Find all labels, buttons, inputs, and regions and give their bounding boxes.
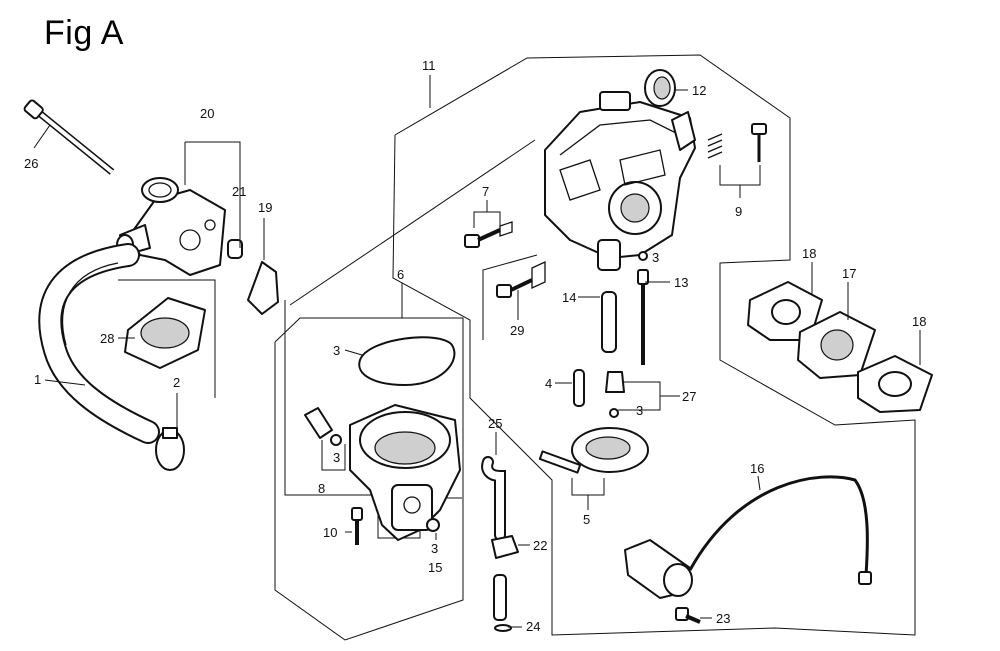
part-3-chamber-gasket (358, 336, 456, 386)
part-12-oil-seal (644, 69, 676, 107)
callout-10: 10 (323, 525, 337, 540)
part-3-washer-a (638, 251, 648, 261)
thermostat-group-outline (118, 279, 216, 398)
callout-20: 20 (200, 106, 214, 121)
callout-27: 27 (682, 389, 696, 404)
callout-29: 29 (510, 323, 524, 338)
callout-3-top: 3 (652, 250, 659, 265)
callout-5: 5 (583, 512, 590, 527)
callout-11: 11 (422, 58, 436, 73)
part-18-gasket-lower (857, 355, 933, 413)
callout-22: 22 (533, 538, 547, 553)
screw-group-bracket-29 (482, 254, 538, 340)
callout-13: 13 (674, 275, 688, 290)
callout-28: 28 (100, 331, 114, 346)
part-28-thermostat (124, 297, 206, 369)
callout-17: 17 (842, 266, 856, 281)
part-14-emulsion-tube (601, 291, 617, 353)
callout-24: 24 (526, 619, 540, 634)
callout-15: 15 (428, 560, 442, 575)
callout-25: 25 (488, 416, 502, 431)
part-10-screw (351, 507, 363, 545)
part-8-drain-screw (304, 407, 342, 446)
callout-7: 7 (482, 184, 489, 199)
part-1-water-hose (38, 243, 160, 444)
callout-1: 1 (34, 372, 41, 387)
figure-title: Fig A (44, 14, 124, 52)
part-6-float-chamber (349, 404, 461, 541)
callout-3-gasket: 3 (333, 343, 340, 358)
part-15-bolt (426, 518, 440, 532)
part-9-spring-screw (707, 123, 767, 162)
part-23-screw (675, 607, 701, 624)
part-19-gasket (247, 261, 279, 315)
part-21-pin (227, 239, 243, 259)
carburetor-assembly-outline (392, 54, 916, 636)
part-17-insulator (797, 311, 876, 379)
callout-18-upper: 18 (802, 246, 816, 261)
callout-14: 14 (562, 290, 576, 305)
part-7-screw (464, 221, 513, 248)
leader-lines (33, 75, 921, 628)
part-11-carburetor-body (544, 91, 696, 271)
callout-3-jet: 3 (636, 403, 643, 418)
callout-6: 6 (397, 267, 404, 282)
callout-18-lower: 18 (912, 314, 926, 329)
part-24-lower-tube (493, 574, 507, 621)
callout-12: 12 (692, 83, 706, 98)
part-4-float-needle (573, 369, 585, 407)
carburetor-assembly-outline-lower (274, 317, 464, 641)
callout-3-bolt: 3 (431, 541, 438, 556)
part-24-tube-clip (494, 624, 512, 632)
callout-21: 21 (232, 184, 246, 199)
part-2-hose-clamp (155, 427, 185, 471)
part-22-clip (491, 535, 519, 559)
callout-23: 23 (716, 611, 730, 626)
callout-3-drain: 3 (333, 450, 340, 465)
part-18-gasket-upper (747, 281, 823, 341)
callout-9: 9 (735, 204, 742, 219)
part-5-float (538, 427, 649, 474)
part-27-main-jet (605, 371, 625, 393)
callout-2: 2 (173, 375, 180, 390)
part-29-screw (496, 260, 546, 298)
callout-16: 16 (750, 461, 764, 476)
part-16-fuel-cut-solenoid (624, 475, 872, 599)
gasket-group-bracket (289, 139, 536, 306)
callout-labels: 26 20 21 19 28 1 2 11 12 9 7 3 13 14 29 … (24, 58, 926, 634)
part-26-long-bolt (23, 99, 115, 175)
callout-26: 26 (24, 156, 38, 171)
callout-19: 19 (258, 200, 272, 215)
callout-4: 4 (545, 376, 552, 391)
callout-8: 8 (318, 481, 325, 496)
part-3-washer-c (609, 408, 619, 418)
part-13-jet-tube (637, 269, 649, 365)
